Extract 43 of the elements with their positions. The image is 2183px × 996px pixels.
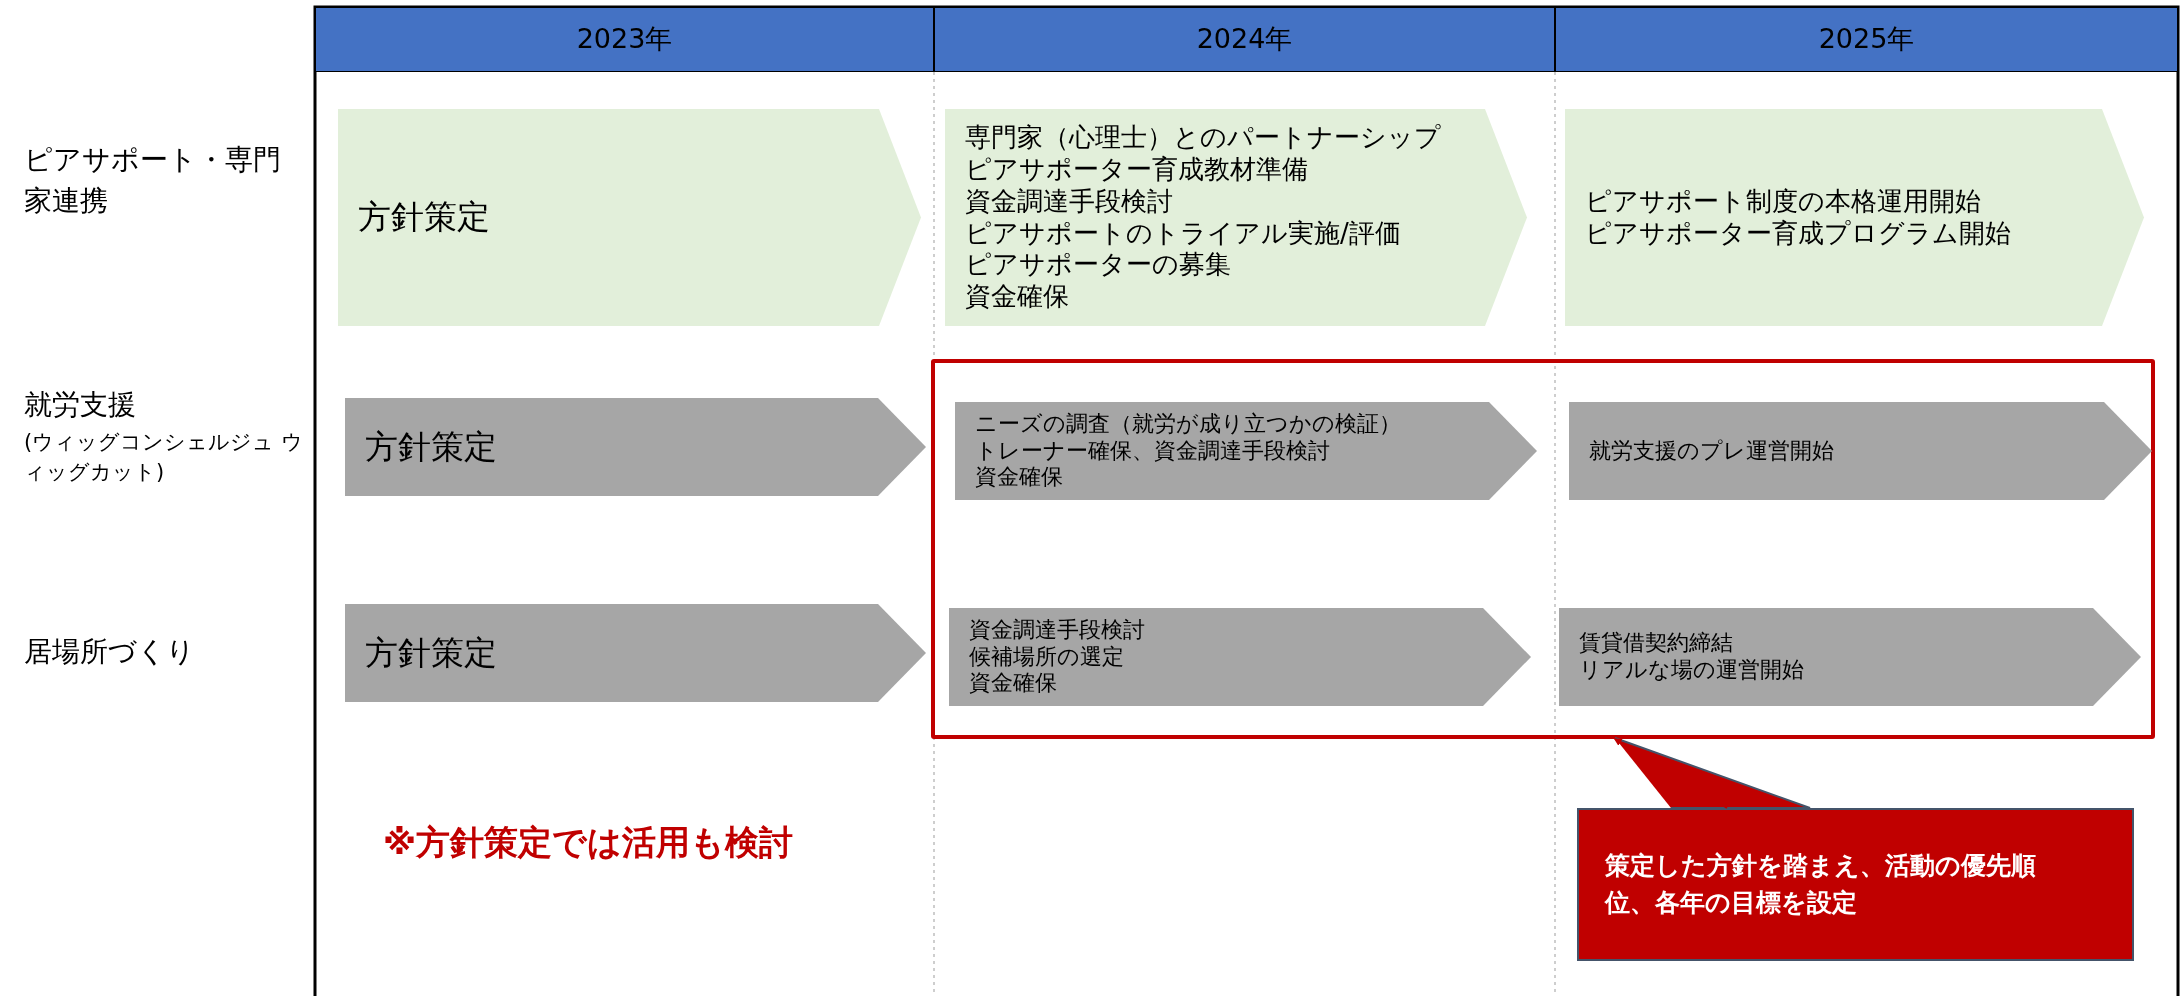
- task-text: ピアサポーターの募集: [965, 249, 1232, 281]
- step-box: [338, 109, 921, 326]
- task-text: リアルな場の運営開始: [1579, 657, 1805, 684]
- task-text: ニーズの調査（就労が成り立つかの検証）: [975, 410, 1402, 438]
- year-header-cell: [1555, 7, 2178, 72]
- task-text: トレーナー確保、資金調達手段検討: [975, 437, 1331, 465]
- step-box: [949, 608, 1531, 706]
- task-text: ピアサポートのトライアル実施/評価: [965, 217, 1402, 250]
- task-text: 方針策定: [365, 426, 498, 468]
- step-box: [955, 402, 1537, 500]
- callout-pointer: [1613, 737, 1811, 809]
- task-text: ピアサポーター育成プログラム開始: [1585, 217, 2012, 250]
- step-box: [345, 398, 926, 496]
- task-text: 資金調達手段検討: [965, 185, 1174, 218]
- step-box: [1569, 402, 2152, 500]
- task-text: 賃貸借契約締結: [1579, 630, 1734, 657]
- step-box: [1565, 109, 2144, 326]
- row-label: 居場所づくり: [24, 634, 196, 670]
- year-label: 2025年: [1818, 23, 1915, 56]
- year-header-cell: [934, 7, 1555, 72]
- task-text: 資金確保: [975, 464, 1064, 492]
- step-box: [1559, 608, 2141, 706]
- task-text: 方針策定: [358, 197, 491, 238]
- callout-text: 策定した方針を踏まえ、活動の優先順位、各年の目標を設定: [1605, 850, 2037, 919]
- task-text: 資金調達手段検討: [969, 616, 1146, 644]
- row-label: ピアサポート・専門家連携: [24, 142, 282, 219]
- note-text: ※方針策定では活用も検討: [383, 821, 795, 864]
- year-label: 2024年: [1196, 23, 1293, 56]
- task-text: 資金確保: [969, 670, 1058, 698]
- year-label: 2023年: [576, 23, 673, 56]
- task-text: 就労支援のプレ運営開始: [1589, 437, 1835, 465]
- step-box: [345, 604, 926, 702]
- row-sublabel: (ウィッグコンシェルジュ ウィッグカット): [24, 429, 304, 487]
- task-text: 候補場所の選定: [969, 643, 1125, 671]
- task-text: 専門家（心理士）とのパートナーシップ: [965, 122, 1442, 155]
- task-text: 資金確保: [965, 280, 1070, 313]
- task-text: 方針策定: [365, 632, 498, 674]
- task-text: ピアサポート制度の本格運用開始: [1585, 185, 1982, 218]
- step-box: [945, 109, 1527, 326]
- row-label: 就労支援: [24, 387, 137, 423]
- highlight-frame: [931, 359, 2155, 739]
- year-header-cell: [315, 7, 934, 72]
- task-text: ピアサポーター育成教材準備: [965, 154, 1309, 186]
